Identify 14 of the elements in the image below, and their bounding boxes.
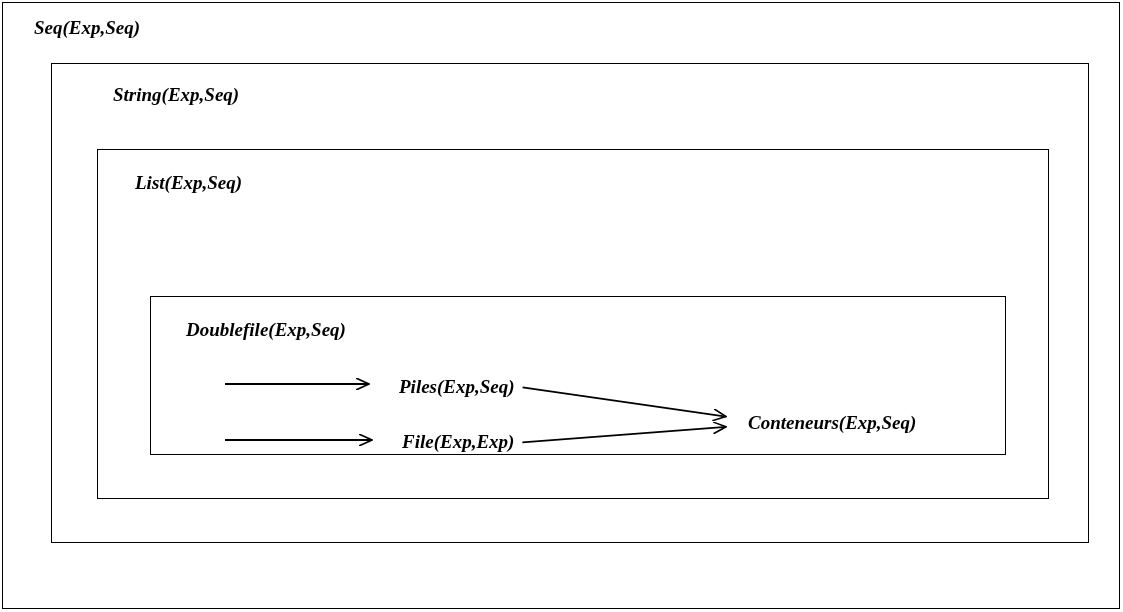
- node-label: Conteneurs(Exp,Seq): [748, 412, 917, 435]
- box-title: List(Exp,Seq): [135, 172, 243, 195]
- node-label: File(Exp,Exp): [402, 431, 515, 454]
- arrow: [521, 386, 727, 422]
- nested-box: [97, 149, 1049, 499]
- arrow: [224, 377, 370, 391]
- nested-box: [51, 63, 1089, 543]
- box-title: String(Exp,Seq): [113, 84, 240, 107]
- nested-box: [150, 296, 1006, 455]
- box-title: Seq(Exp,Seq): [34, 17, 141, 40]
- arrow: [224, 433, 373, 447]
- box-title: Doublefile(Exp,Seq): [186, 319, 346, 342]
- arrow: [521, 421, 727, 444]
- node-label: Piles(Exp,Seq): [399, 376, 515, 399]
